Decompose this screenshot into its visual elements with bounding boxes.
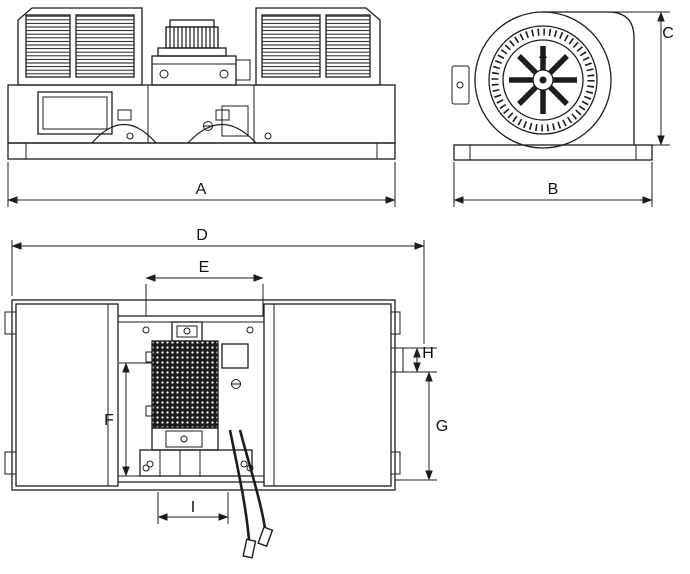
dim-label-f: F <box>104 412 114 429</box>
side-base-plate <box>453 144 653 161</box>
dim-label-b: B <box>548 181 559 198</box>
dim-label-i: I <box>191 499 195 516</box>
wire-2 <box>238 429 267 529</box>
dim-label-a: A <box>196 181 207 198</box>
dim-label-c: C <box>662 25 674 42</box>
dimension-f <box>119 362 152 477</box>
dimension-d <box>11 240 425 344</box>
chassis-window-inner <box>42 96 108 130</box>
plan-body-outline <box>11 299 396 491</box>
fan-wheel-rim <box>488 25 598 135</box>
fan-hub-center <box>539 76 547 84</box>
scroll-extension <box>543 11 635 145</box>
dim-label-g: G <box>436 418 448 435</box>
dimension-h <box>403 347 437 373</box>
side-view <box>451 11 653 161</box>
right-scroll-skirt <box>187 123 257 144</box>
chassis-component <box>221 105 249 137</box>
dimension-c <box>612 11 670 146</box>
wire-terminal-1 <box>242 538 257 559</box>
left-blower-fins-2 <box>75 14 135 78</box>
fan-wheel-inner-ring <box>502 39 584 121</box>
right-flange-bracket <box>390 347 404 373</box>
wire-1 <box>228 429 251 541</box>
left-blower-fins-1 <box>25 14 71 78</box>
motor-bolt-left <box>159 69 169 79</box>
left-scroll-skirt <box>91 123 157 144</box>
motor-bolt-right <box>219 69 229 79</box>
dimension-i <box>157 492 229 524</box>
plan-view <box>4 299 404 559</box>
resistor-block <box>151 340 219 429</box>
chassis-window-outer <box>37 91 113 135</box>
dim-label-d: D <box>196 227 208 244</box>
dim-label-h: H <box>422 345 434 362</box>
dimension-e <box>145 274 264 316</box>
plan-right-blower <box>263 303 392 487</box>
plan-left-blower <box>15 303 119 487</box>
terminal-block-cap <box>169 19 215 28</box>
fan-wheel-blades <box>491 28 595 132</box>
front-base-plate <box>7 142 396 160</box>
motor-side-bracket <box>235 59 251 81</box>
side-bracket <box>451 65 470 105</box>
dimension-g <box>395 371 437 481</box>
left-mount-tab-top <box>4 311 17 335</box>
dim-label-e: E <box>199 259 210 276</box>
right-blower-fins-1 <box>261 14 321 78</box>
right-mount-tab-bottom <box>390 451 401 475</box>
front-view <box>7 7 396 160</box>
connector-band <box>139 449 253 477</box>
right-blower-fins-2 <box>325 14 371 78</box>
terminal-block <box>165 26 219 49</box>
wire-terminal-2 <box>257 526 274 548</box>
right-mount-tab-top <box>390 311 401 335</box>
side-relay-bracket <box>221 343 249 369</box>
motor-mount-plate <box>157 47 227 57</box>
dimension-a <box>7 162 396 207</box>
left-mount-tab-bottom <box>4 451 17 475</box>
dimension-b <box>453 162 653 207</box>
dimension-labels: A B C D E F G H I <box>104 25 674 516</box>
rotation-mark <box>539 50 547 58</box>
